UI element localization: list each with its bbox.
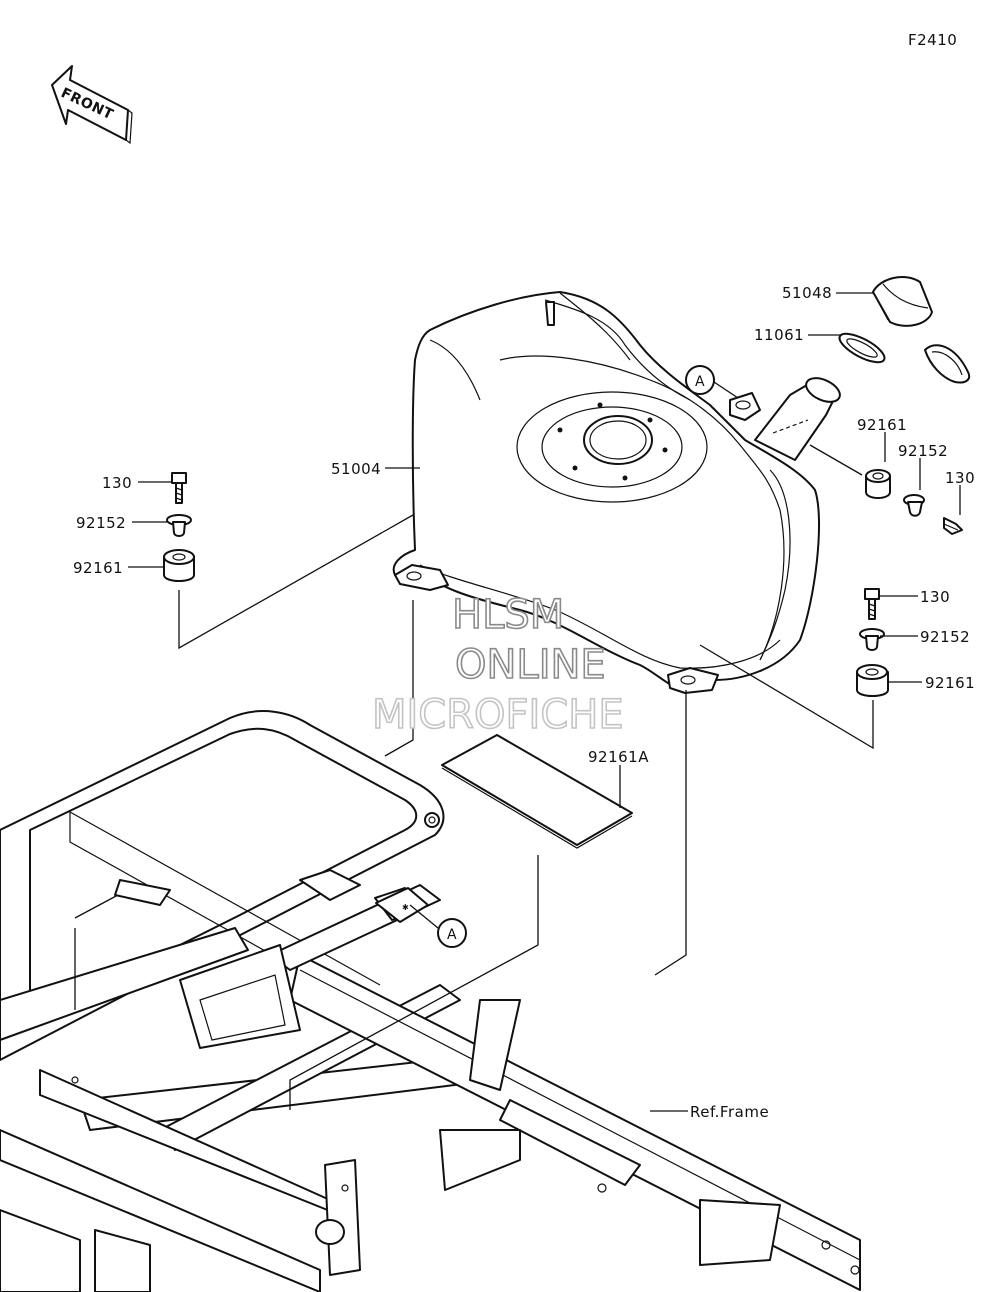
figure-id: F2410 bbox=[908, 31, 957, 49]
label-ref-frame: Ref.Frame bbox=[690, 1103, 769, 1121]
bolt-right-rear[interactable] bbox=[943, 517, 963, 535]
label-92161a: 92161A bbox=[588, 748, 649, 766]
front-arrow-icon: FRONT bbox=[51, 65, 133, 145]
label-92152-rf: 92152 bbox=[920, 628, 970, 646]
ref-marker-a-tank: A bbox=[685, 365, 739, 399]
ref-marker-a-frame: A bbox=[409, 904, 467, 948]
vehicle-frame: ✱ bbox=[0, 710, 861, 1292]
damper-right-rear[interactable] bbox=[865, 469, 891, 499]
label-130-l: 130 bbox=[102, 474, 132, 492]
label-92152-rr: 92152 bbox=[898, 442, 948, 460]
label-51048: 51048 bbox=[782, 284, 832, 302]
pad-92161a[interactable] bbox=[441, 734, 633, 849]
label-92152-l: 92152 bbox=[76, 514, 126, 532]
label-51004: 51004 bbox=[331, 460, 381, 478]
bolt-left[interactable] bbox=[171, 472, 187, 504]
bolt-right-front[interactable] bbox=[864, 588, 880, 620]
damper-right-front[interactable] bbox=[856, 664, 889, 697]
tag-icon: ✱ bbox=[402, 903, 409, 912]
watermark-line-3: MICROFICHE bbox=[372, 692, 624, 738]
cap-gasket[interactable] bbox=[836, 328, 889, 367]
label-130-rf: 130 bbox=[920, 588, 950, 606]
watermark-line-1: HLSM bbox=[452, 592, 564, 638]
watermark-line-2: ONLINE bbox=[455, 642, 606, 688]
damper-left[interactable] bbox=[163, 549, 195, 582]
label-92161-l: 92161 bbox=[73, 559, 123, 577]
watermark: HLSM ONLINE MICROFICHE bbox=[371, 591, 624, 739]
fuel-tank[interactable] bbox=[392, 291, 844, 694]
ref-marker-a-label: A bbox=[695, 374, 705, 390]
label-92161-rr: 92161 bbox=[857, 416, 907, 434]
ref-marker-a-label-2: A bbox=[447, 927, 457, 943]
label-130-rr: 130 bbox=[945, 469, 975, 487]
label-11061: 11061 bbox=[754, 326, 804, 344]
fuel-cap[interactable] bbox=[872, 276, 971, 384]
collar-left[interactable] bbox=[166, 514, 192, 537]
label-92161-rf: 92161 bbox=[925, 674, 975, 692]
collar-right-front[interactable] bbox=[859, 628, 885, 651]
collar-right-rear[interactable] bbox=[903, 494, 925, 517]
